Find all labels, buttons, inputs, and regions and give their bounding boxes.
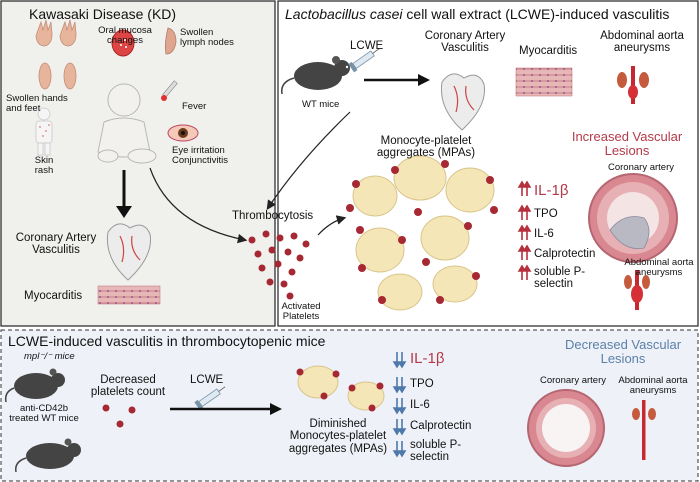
platelets-to-mpa-arrow <box>317 215 347 236</box>
coronary-artery-increased <box>588 173 678 263</box>
diminished-mpa-label: Diminished Monocytes-platelet aggregates… <box>288 418 388 455</box>
oral-mucosa-label: Oral mucosa changes <box>98 25 152 47</box>
thrombo-title: LCWE-induced vasculitis in thrombocytope… <box>8 333 326 349</box>
heart-icon-lcwe <box>440 73 486 131</box>
thrombocytosis-label: Thrombocytosis <box>232 210 314 222</box>
kd-to-thrombocytosis-arrow <box>149 167 248 244</box>
syringe-icon <box>348 48 380 73</box>
mpa-cluster <box>352 155 495 311</box>
marker-tpo-down: TPO <box>410 378 434 390</box>
lcwe-title-rest: cell wall extract (LCWE)-induced vasculi… <box>402 6 670 22</box>
lcwe-panel <box>277 0 699 327</box>
aaa-increased <box>624 270 650 310</box>
marker-calprotectin-up: Calprotectin <box>534 248 596 260</box>
lcwe-coronary-label: Coronary Artery Vasculitis <box>424 30 506 55</box>
activated-platelets-label: Activated Platelets <box>281 301 321 323</box>
fever-label: Fever <box>182 101 207 112</box>
increased-lesions-title: Increased Vascular Lesions <box>571 129 683 159</box>
aaa-decreased <box>632 400 656 460</box>
few-platelets <box>102 404 136 428</box>
lcwe-label-bottom: LCWE <box>190 374 224 386</box>
marker-il1b-up: IL-1β <box>534 182 569 199</box>
lcwe-title: Lactobacillus casei cell wall extract (L… <box>285 6 670 22</box>
lcwe-label: LCWE <box>350 40 384 52</box>
activated-platelets <box>248 230 310 300</box>
marker-calprotectin-down: Calprotectin <box>410 420 472 432</box>
aaa-icon <box>617 66 649 104</box>
eye-label: Eye irritation Conjunctivitis <box>172 145 228 167</box>
lcwe-myocarditis-label: Myocarditis <box>519 45 578 57</box>
decreased-aaa-label: Abdominal aorta aneurysms <box>618 375 688 397</box>
skin-rash-label: Skin rash <box>34 155 54 177</box>
marker-il1b-down: IL-1β <box>410 350 445 367</box>
lymph-nodes-label: Swollen lymph nodes <box>180 27 234 49</box>
platelets-mpa <box>346 160 498 304</box>
hands-feet-icon <box>35 19 77 90</box>
kd-myocarditis-label: Myocarditis <box>24 290 83 302</box>
lcwe-aaa-label: Abdominal aorta aneurysms <box>600 30 684 55</box>
marker-il6-down: IL-6 <box>410 399 430 411</box>
decreased-coronary-label: Coronary artery <box>540 375 606 386</box>
wt-mice-label: WT mice <box>302 99 340 110</box>
increased-aaa-label: Abdominal aorta aneurysms <box>624 257 694 279</box>
anti-cd42b-label: anti-CD42b treated WT mice <box>9 403 79 425</box>
decrease-arrows <box>392 352 407 458</box>
baby-icon <box>97 83 157 164</box>
marker-tpo-up: TPO <box>534 208 558 220</box>
mpl-mice-label: mpl⁻/⁻ mice <box>24 351 75 362</box>
increased-coronary-label: Coronary artery <box>608 162 674 173</box>
lcwe-to-thrombocytosis-arrow <box>266 111 351 210</box>
mpl-mouse-icon <box>4 368 65 403</box>
diminished-mpa <box>296 365 385 412</box>
kd-coronary-label: Coronary Artery Vasculitis <box>15 232 97 257</box>
eye-icon <box>167 124 199 142</box>
marker-pselectin-up: soluble P-selectin <box>534 266 586 291</box>
hands-feet-label: Swollen hands and feet <box>6 93 68 115</box>
lcwe-title-italic: Lactobacillus casei <box>285 6 403 22</box>
kd-panel <box>0 0 276 327</box>
decreased-platelets-label: Decreased platelets count <box>90 374 166 399</box>
wt-mouse-icon <box>281 56 350 95</box>
myocarditis-tissue-kd <box>97 285 161 305</box>
kd-title: Kawasaki Disease (KD) <box>29 6 177 22</box>
coronary-artery-decreased <box>527 389 605 467</box>
heart-icon-kd <box>106 223 152 281</box>
myocarditis-tissue-lcwe <box>515 67 573 97</box>
thermometer-icon <box>161 80 178 101</box>
decreased-lesions-title: Decreased Vascular Lesions <box>564 337 682 367</box>
marker-il6-up: IL-6 <box>534 228 554 240</box>
increase-arrows <box>517 180 532 280</box>
treated-mouse-icon <box>14 438 81 473</box>
lymph-node-icon <box>164 27 177 55</box>
mouth-icon <box>111 29 135 57</box>
marker-pselectin-down: soluble P-selectin <box>410 439 462 464</box>
mpa-title: Monocyte-platelet aggregates (MPAs) <box>376 135 476 160</box>
